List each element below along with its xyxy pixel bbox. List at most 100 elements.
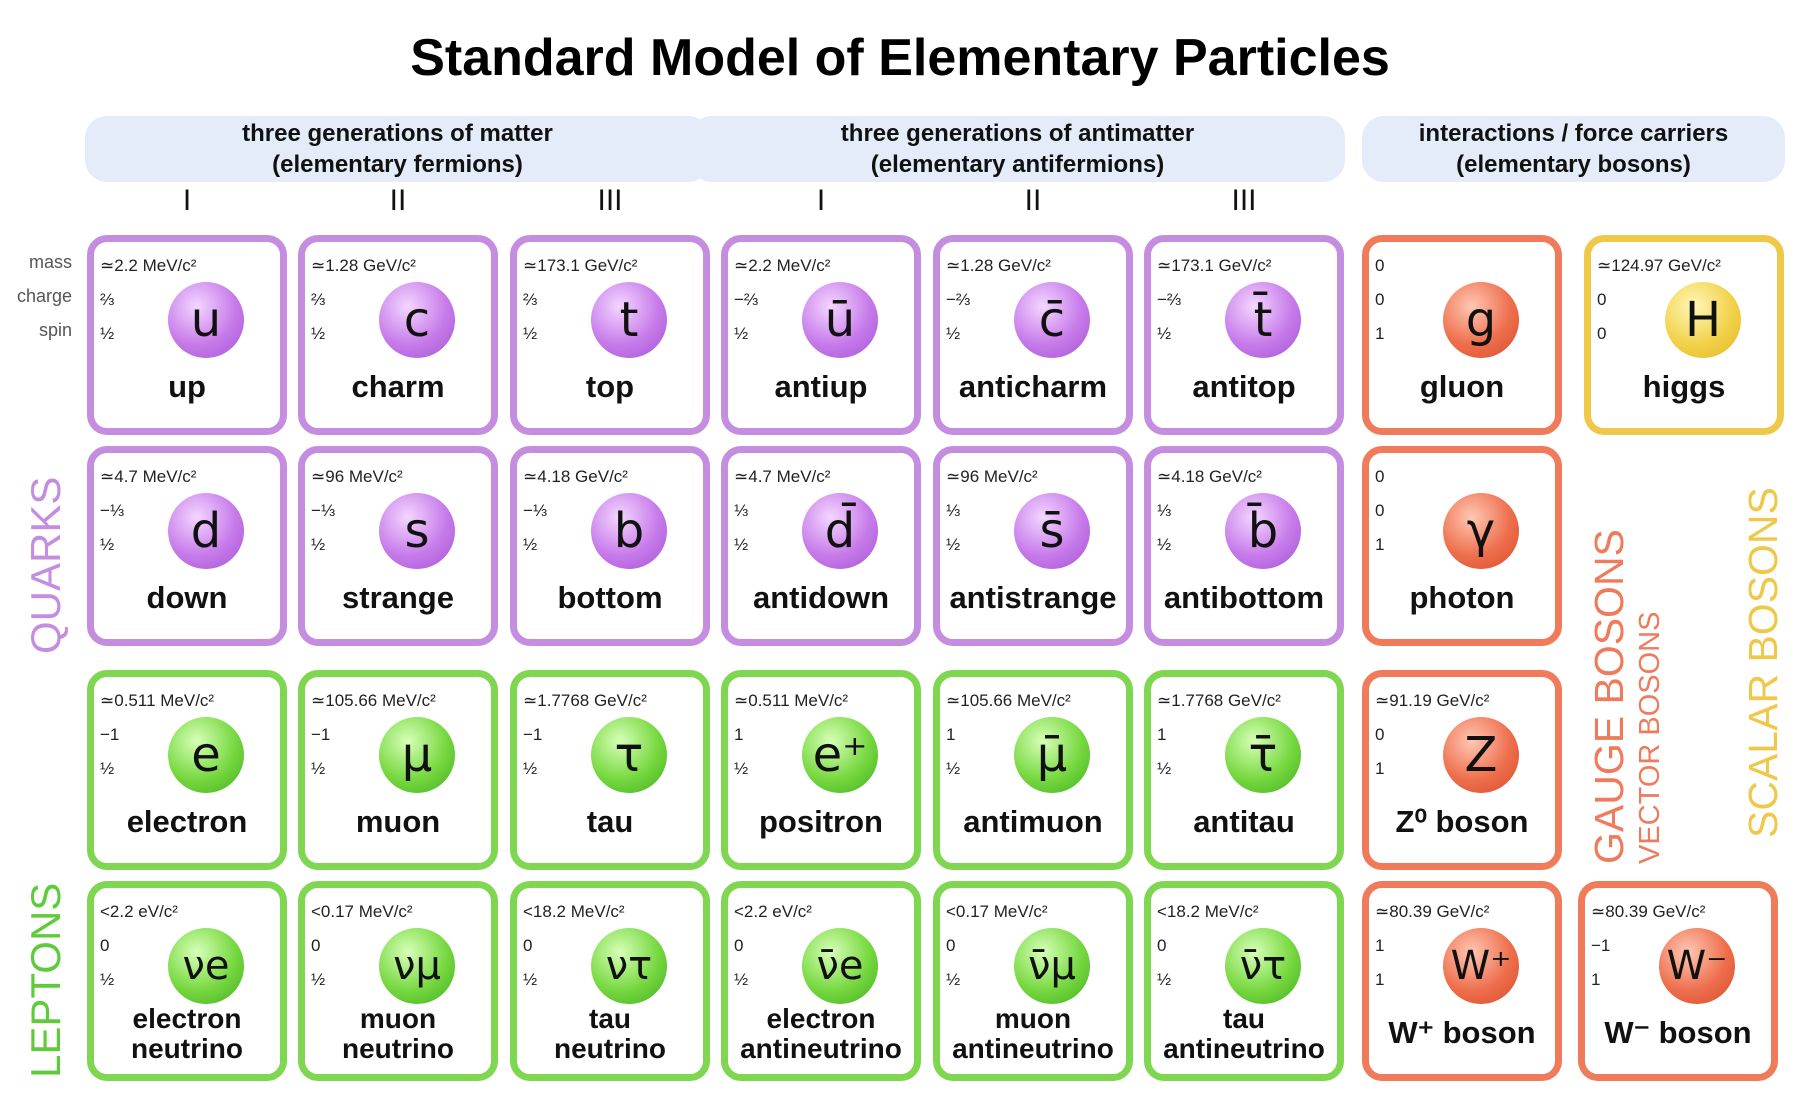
particle-name: muon: [355, 804, 441, 839]
mass-value: ≃2.2 MeV/c²: [100, 256, 197, 275]
particle-name: tau antineutrino: [1151, 1004, 1337, 1064]
spin-value: ½: [523, 535, 538, 554]
spin-value: ½: [100, 970, 115, 989]
particle-card-z-boson[interactable]: ≃91.19 GeV/c² 0 1 Z Z⁰ boson: [1362, 670, 1562, 870]
mass-value: ≃0.511 MeV/c²: [100, 691, 215, 710]
mass-value: ≃173.1 GeV/c²: [1157, 256, 1272, 275]
generation-label: I: [182, 184, 192, 217]
particle-card-top[interactable]: ≃173.1 GeV/c² ⅔ ½ t top: [510, 235, 710, 435]
charge-value: −⅔: [734, 290, 759, 309]
mass-value: ≃1.7768 GeV/c²: [1157, 691, 1281, 710]
particle-card-tau-antineutrino[interactable]: <18.2 MeV/c² 0 ½ ν̄τ tau antineutrino: [1144, 881, 1344, 1081]
particle-name: anticharm: [958, 369, 1108, 404]
particle-card-antitop[interactable]: ≃173.1 GeV/c² −⅔ ½ t̄ antitop: [1144, 235, 1344, 435]
header-antimatter-line1: three generations of antimatter: [840, 120, 1195, 147]
spin-value: 1: [1591, 970, 1601, 989]
mass-value: <0.17 MeV/c²: [946, 902, 1048, 921]
particle-name: tau: [586, 804, 634, 839]
particle-card-w-plus-boson[interactable]: ≃80.39 GeV/c² 1 1 W⁺ W⁺ boson: [1362, 881, 1562, 1081]
particle-symbol: u: [168, 282, 244, 358]
particle-symbol: b: [591, 493, 667, 569]
particle-card-anticharm[interactable]: ≃1.28 GeV/c² −⅔ ½ c̄ anticharm: [933, 235, 1133, 435]
header-bosons-line1: interactions / force carriers: [1418, 120, 1729, 147]
particle-symbol: e⁺: [802, 717, 878, 793]
mass-value: ≃1.28 GeV/c²: [946, 256, 1051, 275]
particle-card-antidown[interactable]: ≃4.7 MeV/c² ⅓ ½ d̄ antidown: [721, 446, 921, 646]
charge-value: 0: [1157, 936, 1167, 955]
particle-card-antimuon[interactable]: ≃105.66 MeV/c² 1 ½ μ̄ antimuon: [933, 670, 1133, 870]
particle-card-strange[interactable]: ≃96 MeV/c² −⅓ ½ s strange: [298, 446, 498, 646]
charge-value: −⅓: [523, 501, 548, 520]
particle-symbol: γ: [1443, 493, 1519, 569]
particle-card-muon-neutrino[interactable]: <0.17 MeV/c² 0 ½ νμ muon neutrino: [298, 881, 498, 1081]
particle-card-charm[interactable]: ≃1.28 GeV/c² ⅔ ½ c charm: [298, 235, 498, 435]
header-matter: three generations of matter (elementary …: [85, 116, 710, 182]
particle-name: W⁻ boson: [1604, 1015, 1752, 1050]
mass-value: ≃91.19 GeV/c²: [1375, 691, 1490, 710]
particle-card-up[interactable]: ≃2.2 MeV/c² ⅔ ½ u up: [87, 235, 287, 435]
spin-value: ½: [311, 535, 326, 554]
particle-card-gluon[interactable]: 0 0 1 g gluon: [1362, 235, 1562, 435]
particle-card-w-minus-boson[interactable]: ≃80.39 GeV/c² −1 1 W⁻ W⁻ boson: [1578, 881, 1778, 1081]
particle-symbol: e: [168, 717, 244, 793]
charge-value: −⅔: [1157, 290, 1182, 309]
particle-name-line1: muon: [994, 1003, 1072, 1034]
mass-value: <18.2 MeV/c²: [1157, 902, 1259, 921]
particle-symbol: τ̄: [1225, 717, 1301, 793]
particle-card-photon[interactable]: 0 0 1 γ photon: [1362, 446, 1562, 646]
spin-value: ½: [946, 535, 961, 554]
particle-name: antistrange: [949, 580, 1117, 615]
header-bosons-line2: (elementary bosons): [1456, 151, 1691, 178]
particle-symbol: μ: [379, 717, 455, 793]
particle-symbol: ντ: [591, 928, 667, 1004]
particle-card-down[interactable]: ≃4.7 MeV/c² −⅓ ½ d down: [87, 446, 287, 646]
particle-symbol: s: [379, 493, 455, 569]
particle-card-tau-neutrino[interactable]: <18.2 MeV/c² 0 ½ ντ tau neutrino: [510, 881, 710, 1081]
header-antimatter: three generations of antimatter (element…: [690, 116, 1345, 182]
particle-name-line1: tau: [589, 1003, 631, 1034]
particle-card-muon-antineutrino[interactable]: <0.17 MeV/c² 0 ½ ν̄μ muon antineutrino: [933, 881, 1133, 1081]
spin-value: 1: [1375, 759, 1385, 778]
spin-value: ½: [1157, 759, 1172, 778]
spin-value: ½: [100, 759, 115, 778]
particle-name: antitop: [1192, 369, 1296, 404]
particle-card-tau[interactable]: ≃1.7768 GeV/c² −1 ½ τ tau: [510, 670, 710, 870]
generation-label: I: [816, 184, 826, 217]
charge-value: 0: [1375, 725, 1385, 744]
mass-value: ≃173.1 GeV/c²: [523, 256, 638, 275]
particle-card-electron-neutrino[interactable]: <2.2 eV/c² 0 ½ νe electron neutrino: [87, 881, 287, 1081]
particle-card-antistrange[interactable]: ≃96 MeV/c² ⅓ ½ s̄ antistrange: [933, 446, 1133, 646]
mass-value: 0: [1375, 256, 1385, 275]
particle-name-line2: antineutrino: [952, 1033, 1114, 1064]
charge-value: −⅔: [946, 290, 971, 309]
particle-card-antiup[interactable]: ≃2.2 MeV/c² −⅔ ½ ū antiup: [721, 235, 921, 435]
particle-card-bottom[interactable]: ≃4.18 GeV/c² −⅓ ½ b bottom: [510, 446, 710, 646]
particle-name: antiup: [774, 369, 868, 404]
charge-value: 1: [734, 725, 744, 744]
charge-value: −⅓: [100, 501, 125, 520]
row-label-mass: mass: [28, 252, 72, 272]
particle-card-muon[interactable]: ≃105.66 MeV/c² −1 ½ μ muon: [298, 670, 498, 870]
particle-card-higgs[interactable]: ≃124.97 GeV/c² 0 0 H higgs: [1584, 235, 1784, 435]
charge-value: 0: [1375, 290, 1385, 309]
charge-value: −1: [523, 725, 543, 744]
particle-symbol: ū: [802, 282, 878, 358]
group-label-scalar: SCALAR BOSONS: [1740, 487, 1786, 838]
particle-symbol: b̄: [1225, 493, 1301, 569]
mass-value: <2.2 eV/c²: [734, 902, 812, 921]
particle-name: electron: [126, 804, 248, 839]
particle-card-antibottom[interactable]: ≃4.18 GeV/c² ⅓ ½ b̄ antibottom: [1144, 446, 1344, 646]
charge-value: ⅓: [946, 501, 961, 520]
particle-card-electron-antineutrino[interactable]: <2.2 eV/c² 0 ½ ν̄e electron antineutrino: [721, 881, 921, 1081]
row-label-spin: spin: [38, 320, 72, 340]
row-label-charge: charge: [16, 286, 72, 306]
particle-name: top: [585, 369, 635, 404]
spin-value: ½: [311, 759, 326, 778]
particle-card-positron[interactable]: ≃0.511 MeV/c² 1 ½ e⁺ positron: [721, 670, 921, 870]
particle-card-electron[interactable]: ≃0.511 MeV/c² −1 ½ e electron: [87, 670, 287, 870]
particle-symbol: g: [1443, 282, 1519, 358]
particle-card-antitau[interactable]: ≃1.7768 GeV/c² 1 ½ τ̄ antitau: [1144, 670, 1344, 870]
mass-value: ≃4.18 GeV/c²: [1157, 467, 1262, 486]
particle-symbol: τ: [591, 717, 667, 793]
mass-value: <0.17 MeV/c²: [311, 902, 413, 921]
